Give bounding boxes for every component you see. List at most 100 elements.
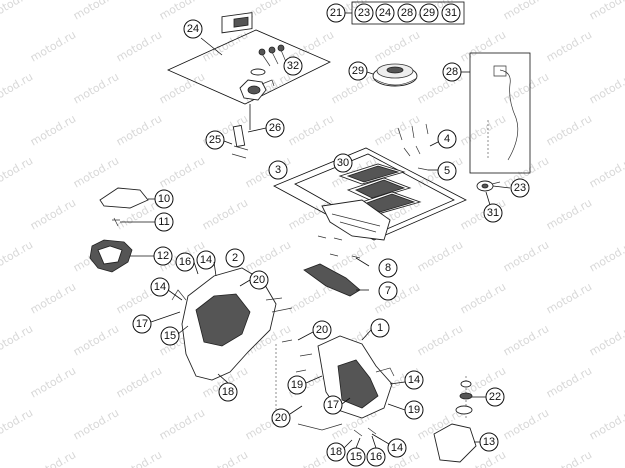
watermark-text: motod.ru	[28, 280, 78, 316]
legend-item-callout[interactable]: 29	[419, 3, 439, 23]
callout-3-label: 3	[275, 164, 281, 176]
callout-30[interactable]: 30	[333, 153, 353, 173]
callout-15b[interactable]: 15	[346, 447, 366, 467]
lock-body-part[interactable]	[239, 79, 275, 101]
watermark-text: motod.ru	[544, 280, 594, 316]
side-panel-2-inset	[195, 293, 251, 347]
callout-20b-label: 20	[316, 324, 328, 336]
callout-3[interactable]: 3	[268, 160, 288, 180]
watermark-text: motod.ru	[157, 0, 207, 23]
watermark-text: motod.ru	[501, 238, 551, 274]
callout-24[interactable]: 24	[183, 19, 203, 39]
callout-20a[interactable]: 20	[249, 270, 269, 290]
screw-5-part[interactable]	[417, 167, 429, 171]
callout-11-label: 11	[158, 216, 169, 228]
callout-2[interactable]: 2	[225, 248, 245, 268]
callout-4[interactable]: 4	[437, 129, 457, 149]
watermark-text: motod.ru	[286, 112, 336, 148]
watermark-text: motod.ru	[587, 154, 625, 190]
callout-18b[interactable]: 18	[326, 442, 346, 462]
watermark-text: motod.ru	[544, 196, 594, 232]
watermark-text: motod.ru	[0, 0, 35, 23]
callout-12[interactable]: 12	[153, 246, 173, 266]
valve-part[interactable]	[476, 180, 501, 192]
cover-13-part[interactable]	[433, 423, 477, 463]
hose-part[interactable]	[499, 69, 519, 161]
watermark-text: motod.ru	[587, 238, 625, 274]
right-panel-leaders	[289, 329, 406, 449]
watermark-text: motod.ru	[458, 112, 508, 148]
callout-10[interactable]: 10	[154, 189, 174, 209]
panel-1-bolts-part[interactable]	[281, 339, 313, 373]
legend-item-callout[interactable]: 24	[375, 3, 395, 23]
callout-22[interactable]: 22	[485, 387, 505, 407]
watermark-text: motod.ru	[71, 0, 121, 23]
callout-18a[interactable]: 18	[218, 382, 238, 402]
callout-1[interactable]: 1	[370, 318, 390, 338]
callout-16b[interactable]: 16	[366, 447, 386, 467]
callout-20b[interactable]: 20	[312, 320, 332, 340]
callout-11[interactable]: 11	[154, 212, 174, 232]
callout-17a[interactable]: 17	[132, 314, 152, 334]
callout-23[interactable]: 23	[510, 178, 530, 198]
callout-17b[interactable]: 17	[323, 395, 343, 415]
legend-group: 21 23 24 28 29 31	[326, 1, 465, 25]
fuel-cap-part[interactable]	[372, 63, 418, 87]
callout-14c[interactable]: 14	[404, 370, 424, 390]
keys-part[interactable]	[258, 44, 287, 67]
hose-fitting-part[interactable]	[493, 65, 507, 77]
callout-14d[interactable]: 14	[387, 438, 407, 458]
watermark-text: motod.ru	[544, 112, 594, 148]
callout-7[interactable]: 7	[378, 281, 398, 301]
watermark-text: motod.ru	[243, 238, 293, 274]
callout-31[interactable]: 31	[483, 203, 503, 223]
panel-1-clip-part[interactable]	[375, 367, 395, 377]
legend-item-callout[interactable]: 23	[354, 3, 374, 23]
callout-13[interactable]: 13	[479, 432, 499, 452]
screw-11-part[interactable]	[112, 217, 120, 227]
callout-24-label: 24	[187, 23, 199, 35]
watermark-text: motod.ru	[458, 28, 508, 64]
callout-32[interactable]: 32	[283, 56, 303, 76]
bolts-part[interactable]	[397, 123, 429, 157]
callout-28[interactable]: 28	[442, 62, 462, 82]
callout-19a[interactable]: 19	[287, 375, 307, 395]
panel-clip-part[interactable]	[171, 289, 187, 301]
headlight-mask-12-part[interactable]	[89, 239, 133, 273]
callout-26[interactable]: 26	[265, 118, 285, 138]
callout-20a-label: 20	[253, 274, 265, 286]
callout-29[interactable]: 29	[348, 61, 368, 81]
panel-mount-part[interactable]	[265, 297, 293, 313]
watermark-text: motod.ru	[28, 28, 78, 64]
legend-item-callout[interactable]: 28	[397, 3, 417, 23]
lower-screws-part[interactable]	[353, 427, 377, 437]
callout-16a[interactable]: 16	[175, 252, 195, 272]
legend-item-callout[interactable]: 31	[441, 3, 461, 23]
grommet-22-part[interactable]	[455, 380, 473, 415]
cover-10-part[interactable]	[99, 187, 149, 209]
clips-part[interactable]	[317, 235, 361, 259]
hardware-4-5: 4 5	[397, 123, 457, 181]
screw-part[interactable]	[231, 145, 249, 159]
callout-8[interactable]: 8	[378, 258, 398, 278]
callout-14b[interactable]: 14	[150, 277, 170, 297]
lock-ring-part[interactable]	[250, 68, 266, 76]
callout-14a[interactable]: 14	[196, 250, 216, 270]
callout-19a-label: 19	[291, 379, 303, 391]
right-side-panel-group: 1 20 19 17 20 14 19 14	[271, 318, 424, 467]
side-panel-1-inset	[337, 359, 379, 409]
legend-lead-callout[interactable]: 21	[326, 3, 346, 23]
callout-5[interactable]: 5	[437, 161, 457, 181]
leader-29	[366, 71, 374, 75]
lower-bracket-part[interactable]	[297, 423, 343, 431]
watermark-text: motod.ru	[200, 28, 250, 64]
watermark-text: motod.ru	[200, 196, 250, 232]
watermark-text: motod.ru	[501, 0, 551, 23]
callout-15a[interactable]: 15	[160, 326, 180, 346]
leader-26	[247, 127, 267, 133]
spacer-sleeve-part[interactable]	[232, 124, 246, 148]
callout-20c[interactable]: 20	[271, 408, 291, 428]
callout-25[interactable]: 25	[205, 130, 225, 150]
callout-19b[interactable]: 19	[404, 400, 424, 420]
callout-10-label: 10	[158, 193, 170, 205]
